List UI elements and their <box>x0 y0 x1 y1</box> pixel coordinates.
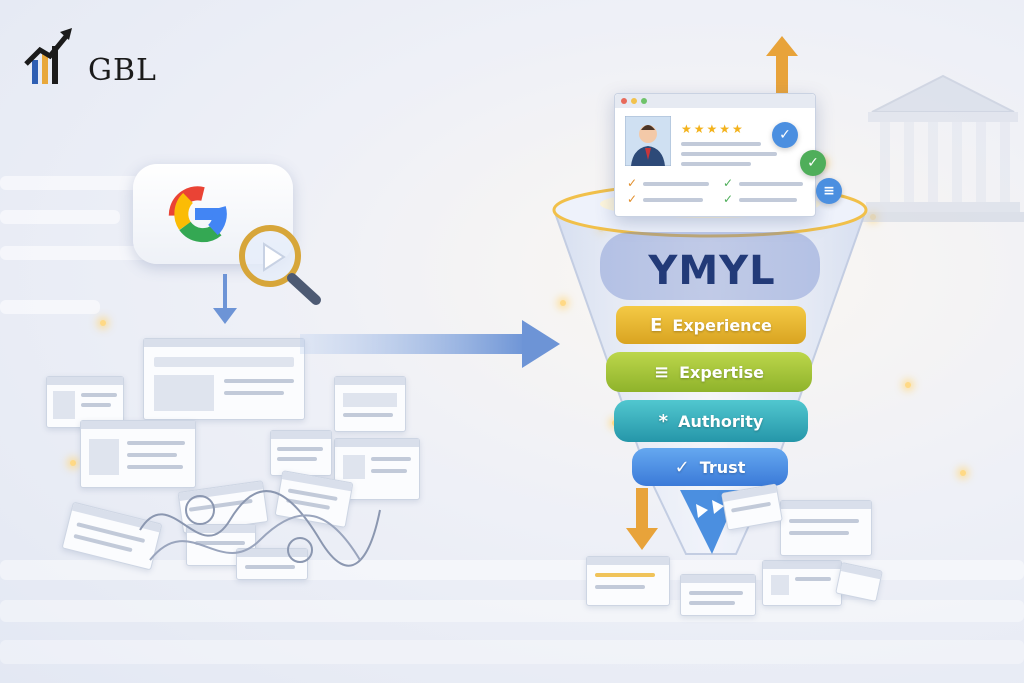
trust-icon: ✓ <box>674 456 690 478</box>
funnel-title: YMYL <box>648 248 776 294</box>
web-page-card <box>780 500 872 556</box>
verified-badge-icon: ✓ <box>772 122 798 148</box>
rating-stars: ★★★★★ <box>681 122 745 136</box>
funnel-level-trust: ✓ Trust <box>632 448 788 486</box>
experience-icon: E <box>650 314 663 336</box>
funnel-level-label: Experience <box>672 315 772 335</box>
funnel-level-authority: * Authority <box>614 400 808 442</box>
tangled-cables <box>139 490 381 567</box>
courthouse-icon <box>862 74 1024 222</box>
web-page-card <box>334 376 406 432</box>
funnel-level-label: Authority <box>678 411 764 431</box>
web-page-card <box>80 420 196 488</box>
funnel-level-label: Expertise <box>679 362 765 382</box>
up-arrow-icon <box>766 36 798 96</box>
web-page-card <box>762 560 842 606</box>
check-icon: ✓ <box>627 192 638 206</box>
web-page-card <box>270 430 332 476</box>
web-page-card <box>143 338 305 420</box>
flow-arrow <box>300 320 560 368</box>
funnel-level-label: Trust <box>699 457 746 477</box>
approved-badge-icon: ✓ <box>800 150 826 176</box>
expertise-icon: ≡ <box>653 361 670 383</box>
web-page-card <box>586 556 670 606</box>
funnel-level-expertise: ≡ Expertise <box>606 352 812 392</box>
check-icon: ✓ <box>723 192 734 206</box>
brand-logo[interactable]: GBL <box>22 24 157 86</box>
funnel-level-experience: E Experience <box>616 306 806 344</box>
google-g-icon <box>168 186 227 245</box>
web-page-card <box>46 376 124 428</box>
magnifier-icon <box>239 225 321 305</box>
web-page-card <box>236 548 308 580</box>
web-page-card <box>680 574 756 616</box>
down-arrow-icon <box>626 488 658 550</box>
check-icon: ✓ <box>627 176 638 190</box>
brand-name: GBL <box>88 53 157 88</box>
down-arrow-icon <box>213 274 237 324</box>
bar-chart-arrow-icon <box>24 28 72 84</box>
user-avatar-icon <box>625 116 671 166</box>
comment-badge-icon: ≡ <box>816 178 842 204</box>
check-icon: ✓ <box>723 176 734 190</box>
authority-icon: * <box>658 410 669 432</box>
expert-profile-card: ★★★★★ ✓ ✓ ✓ ✓ <box>614 93 816 217</box>
